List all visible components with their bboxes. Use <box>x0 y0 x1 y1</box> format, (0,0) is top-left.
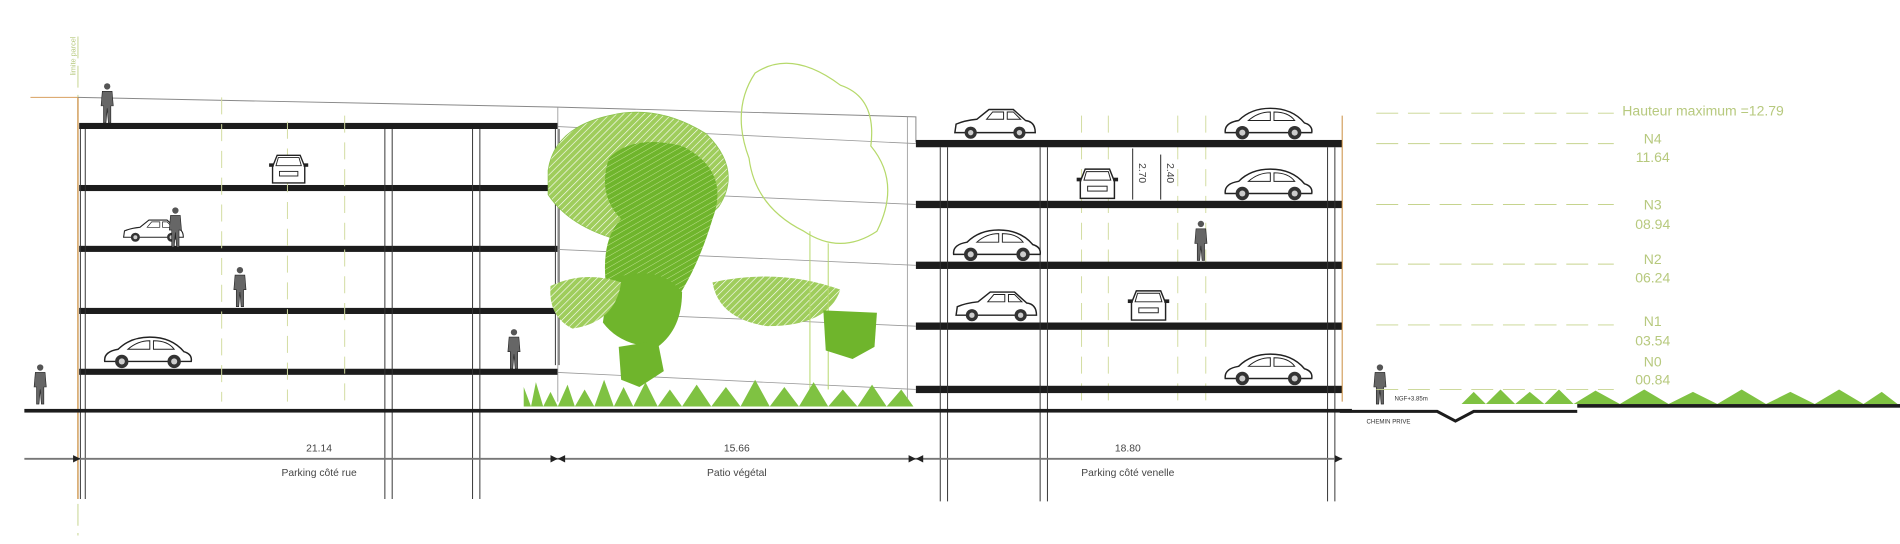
zone-label: Parking côté rue <box>281 468 356 479</box>
tree-outline-light <box>740 62 889 245</box>
grass <box>523 379 914 407</box>
left-columns <box>79 129 560 499</box>
zone-label: Patio végétal <box>707 468 767 479</box>
chemin-prive-label: CHEMIN PRIVE <box>1367 419 1411 426</box>
zone-label: Parking côté venelle <box>1081 468 1174 479</box>
shrub-dark <box>602 273 683 347</box>
parcel-limit-label: limite parcel <box>69 36 78 75</box>
ngf-label: NGF+3.85m <box>1395 395 1428 402</box>
car-sedan <box>955 291 1038 323</box>
level-annotations <box>1376 112 1614 390</box>
car-front-view <box>268 154 309 184</box>
max-height-label: Hauteur maximum =12.79 <box>1622 103 1784 119</box>
car-beetle <box>1224 168 1313 201</box>
right-parking-building <box>915 139 1343 394</box>
level-elevation: 03.54 <box>1635 333 1670 349</box>
car-front-view <box>1075 168 1119 200</box>
car-beetle <box>1224 353 1313 386</box>
people <box>33 82 1387 405</box>
level-elevation: 06.24 <box>1635 269 1670 285</box>
level-name: N2 <box>1644 251 1662 267</box>
ground-line: NGF+3.85m CHEMIN PRIVE <box>24 379 1900 426</box>
patio-vegetation <box>547 62 889 390</box>
floor-height-dimensions: 2.70 2.40 <box>1132 148 1175 200</box>
parcel-limit: limite parcel <box>30 36 79 536</box>
zone-length: 21.14 <box>306 444 332 455</box>
car-beetle <box>1224 107 1313 140</box>
bush-square-1 <box>618 340 664 388</box>
level-elevation: 00.84 <box>1635 372 1670 388</box>
car-front-view <box>1127 290 1170 321</box>
person-icon <box>233 266 247 307</box>
car-beetle <box>952 229 1042 262</box>
roof-outline <box>77 96 917 143</box>
car-sedan <box>954 108 1036 140</box>
grid-lines <box>221 97 1207 402</box>
person-icon <box>1373 364 1387 405</box>
person-icon <box>507 328 521 370</box>
person-icon <box>1194 220 1208 261</box>
level-elevation: 11.64 <box>1636 149 1670 165</box>
level-name: N4 <box>1644 131 1662 147</box>
left-parking-building <box>79 122 558 375</box>
zone-length: 18.80 <box>1115 444 1141 455</box>
level-name: N1 <box>1644 313 1662 329</box>
grass-right <box>1461 389 1898 405</box>
clear-height: 2.40 <box>1164 163 1175 183</box>
zone-dimension-line: 21.14 Parking côté rue 15.66 Patio végét… <box>24 444 1343 479</box>
level-elevation: 08.94 <box>1635 216 1670 232</box>
right-columns <box>939 115 1343 502</box>
person-icon <box>33 364 47 405</box>
shrub-hatched-left <box>550 277 622 329</box>
level-name: N3 <box>1644 196 1662 212</box>
floor-to-floor-height: 2.70 <box>1136 163 1147 183</box>
person-icon <box>100 82 114 124</box>
level-name: N0 <box>1644 353 1662 369</box>
shrub-hatched-right <box>712 276 841 327</box>
bush-square-2 <box>823 310 877 360</box>
car-beetle <box>103 336 193 369</box>
zone-length: 15.66 <box>724 444 750 455</box>
